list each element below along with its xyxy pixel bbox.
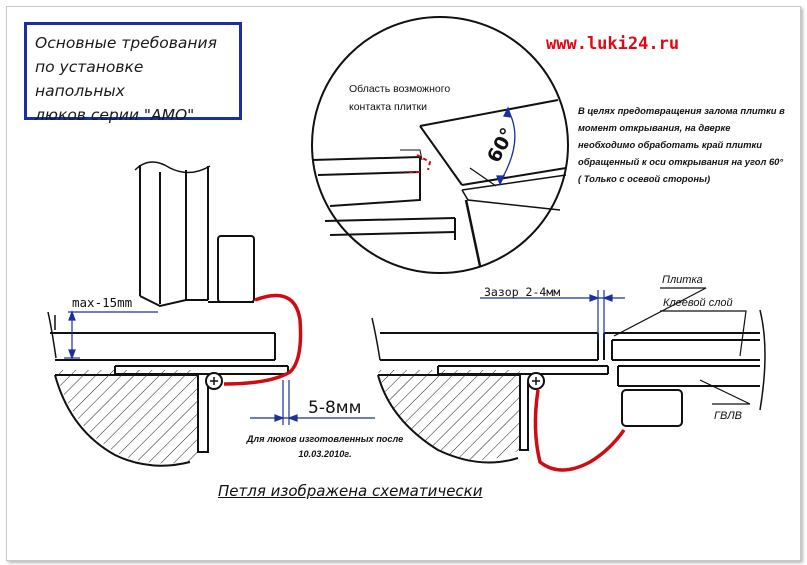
made-after-note: Для люков изготовленных после 10.03.2010… — [246, 434, 404, 459]
detail-circle — [311, 16, 569, 274]
hinge-left — [223, 293, 303, 386]
gap-dimension-label: 5-8мм — [308, 398, 362, 418]
title-line-2: по установке напольных — [35, 58, 144, 100]
contact-marker — [405, 154, 432, 173]
glue-layer-label: Клеевой слой — [663, 297, 733, 309]
title-box: Основные требования по установке напольн… — [24, 22, 242, 124]
zazor-label: Зазор 2-4мм — [484, 285, 561, 299]
max-dimension-label: max-15mm — [72, 295, 133, 310]
max-dimension — [64, 310, 158, 360]
bevel-note: В целях предотвращения залома плитки в м… — [578, 105, 785, 184]
angle-indicator — [469, 106, 516, 187]
website-url[interactable]: www.luki24.ru — [546, 34, 680, 54]
title-line-3: люков серии "АМО" — [35, 106, 195, 124]
zazor-dimension — [480, 290, 625, 340]
hinge-right — [533, 389, 626, 472]
contact-area-label: Область возможного контакта плитки — [349, 83, 451, 113]
hinge-note: Петля изображена схематически — [218, 482, 483, 500]
tile-label: Плитка — [662, 274, 703, 286]
gap-dimension — [250, 380, 375, 425]
gvlv-label: ГВЛВ — [714, 410, 742, 422]
title-line-1: Основные требования — [35, 34, 217, 52]
